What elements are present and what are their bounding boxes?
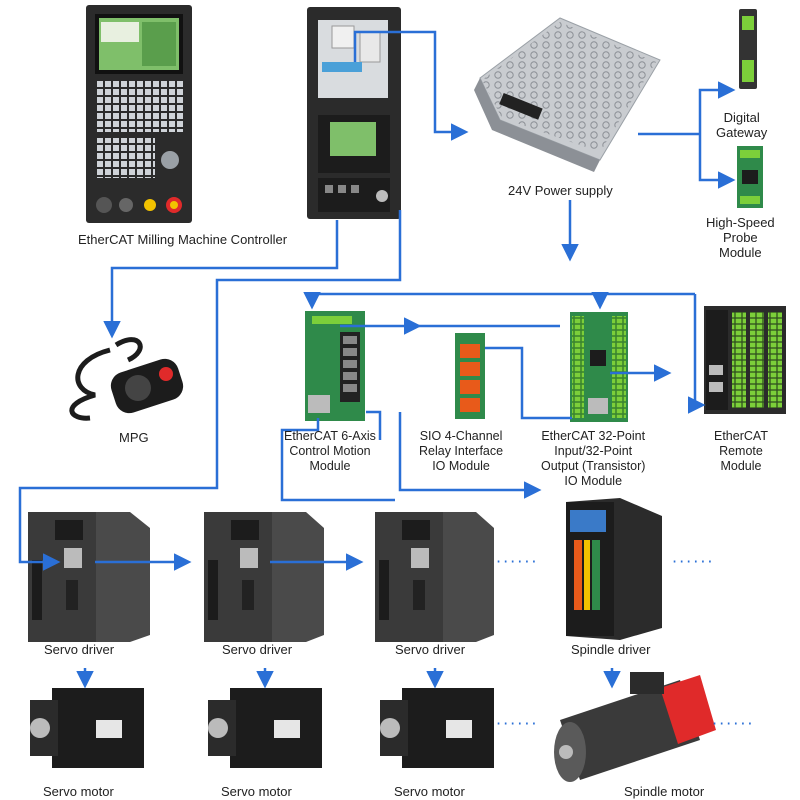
connection-lines	[18, 30, 736, 689]
probe-module-label-line: High-Speed	[706, 215, 775, 230]
spindle-driver-label: Spindle driver	[571, 642, 651, 657]
remote-module-device	[704, 306, 786, 414]
probe-module-label-line: Probe	[722, 230, 758, 245]
ellipsis-spindle-driver-row: ······	[672, 552, 715, 571]
servo-driver-1-label: Servo driver	[44, 642, 115, 657]
motion-module-label: EtherCAT 6-Axis Control Motion Module	[284, 429, 376, 474]
remote-module-label: EtherCAT Remote Module	[714, 429, 768, 474]
controller-back-panel-device	[307, 7, 401, 219]
servo-motor-1-device	[30, 688, 144, 768]
remote-module-label-line: Remote	[719, 444, 763, 458]
servo-motor-1-label: Servo motor	[43, 784, 114, 799]
servo-driver-2-device	[204, 512, 324, 642]
mpg-label: MPG	[119, 430, 149, 445]
io-module-label-line: EtherCAT 32-Point	[541, 429, 646, 443]
motion-module-label-line: Control Motion	[289, 444, 371, 458]
relay-module-label-line: Relay Interface	[419, 444, 504, 458]
remote-module-label-line: Module	[720, 459, 762, 473]
servo-driver-1-device	[28, 512, 150, 642]
probe-module-device	[737, 146, 763, 208]
io-module-label: EtherCAT 32-Point Input/32-Point Output …	[541, 429, 645, 489]
spindle-driver-device	[566, 498, 662, 640]
digital-gateway-device	[739, 9, 757, 89]
relay-module-label: SIO 4-Channel Relay Interface IO Module	[419, 429, 503, 474]
power-supply-label: 24V Power supply	[508, 183, 613, 198]
digital-gateway-label-line: Gateway	[716, 125, 768, 140]
digital-gateway-label-line: Digital	[723, 110, 760, 125]
servo-driver-3-device	[375, 512, 494, 642]
cnc-controller-device	[86, 5, 192, 223]
motion-module-label-line: Module	[309, 459, 351, 473]
io-module-label-line: IO Module	[564, 474, 623, 488]
probe-module-label-line: Module	[719, 245, 762, 260]
relay-module-device	[455, 333, 485, 419]
digital-gateway-label: Digital Gateway	[716, 110, 767, 140]
spindle-motor-label: Spindle motor	[624, 784, 705, 799]
servo-motor-2-device	[208, 688, 322, 768]
servo-motor-3-device	[380, 688, 494, 768]
ellipsis-driver-row: ······	[496, 552, 539, 571]
remote-module-label-line: EtherCAT	[714, 429, 768, 443]
servo-driver-2-label: Servo driver	[222, 642, 293, 657]
servo-motor-2-label: Servo motor	[221, 784, 292, 799]
motion-module-device	[305, 311, 365, 421]
relay-module-label-line: IO Module	[432, 459, 490, 473]
io-module-label-line: Output (Transistor)	[541, 459, 646, 473]
mpg-device	[69, 337, 184, 421]
relay-module-label-line: SIO 4-Channel	[419, 429, 503, 443]
spindle-motor-device	[554, 672, 716, 782]
io-module-device	[570, 312, 628, 422]
servo-driver-3-label: Servo driver	[395, 642, 466, 657]
power-supply-device	[474, 17, 661, 172]
ellipsis-motor-row: ······	[496, 714, 539, 733]
probe-module-label: High-Speed Probe Module	[706, 215, 775, 260]
ellipsis-spindle-motor-row: ······	[712, 714, 755, 733]
servo-motor-3-label: Servo motor	[394, 784, 465, 799]
controller-label: EtherCAT Milling Machine Controller	[78, 232, 288, 247]
motion-module-label-line: EtherCAT 6-Axis	[284, 429, 376, 443]
io-module-label-line: Input/32-Point	[554, 444, 633, 458]
